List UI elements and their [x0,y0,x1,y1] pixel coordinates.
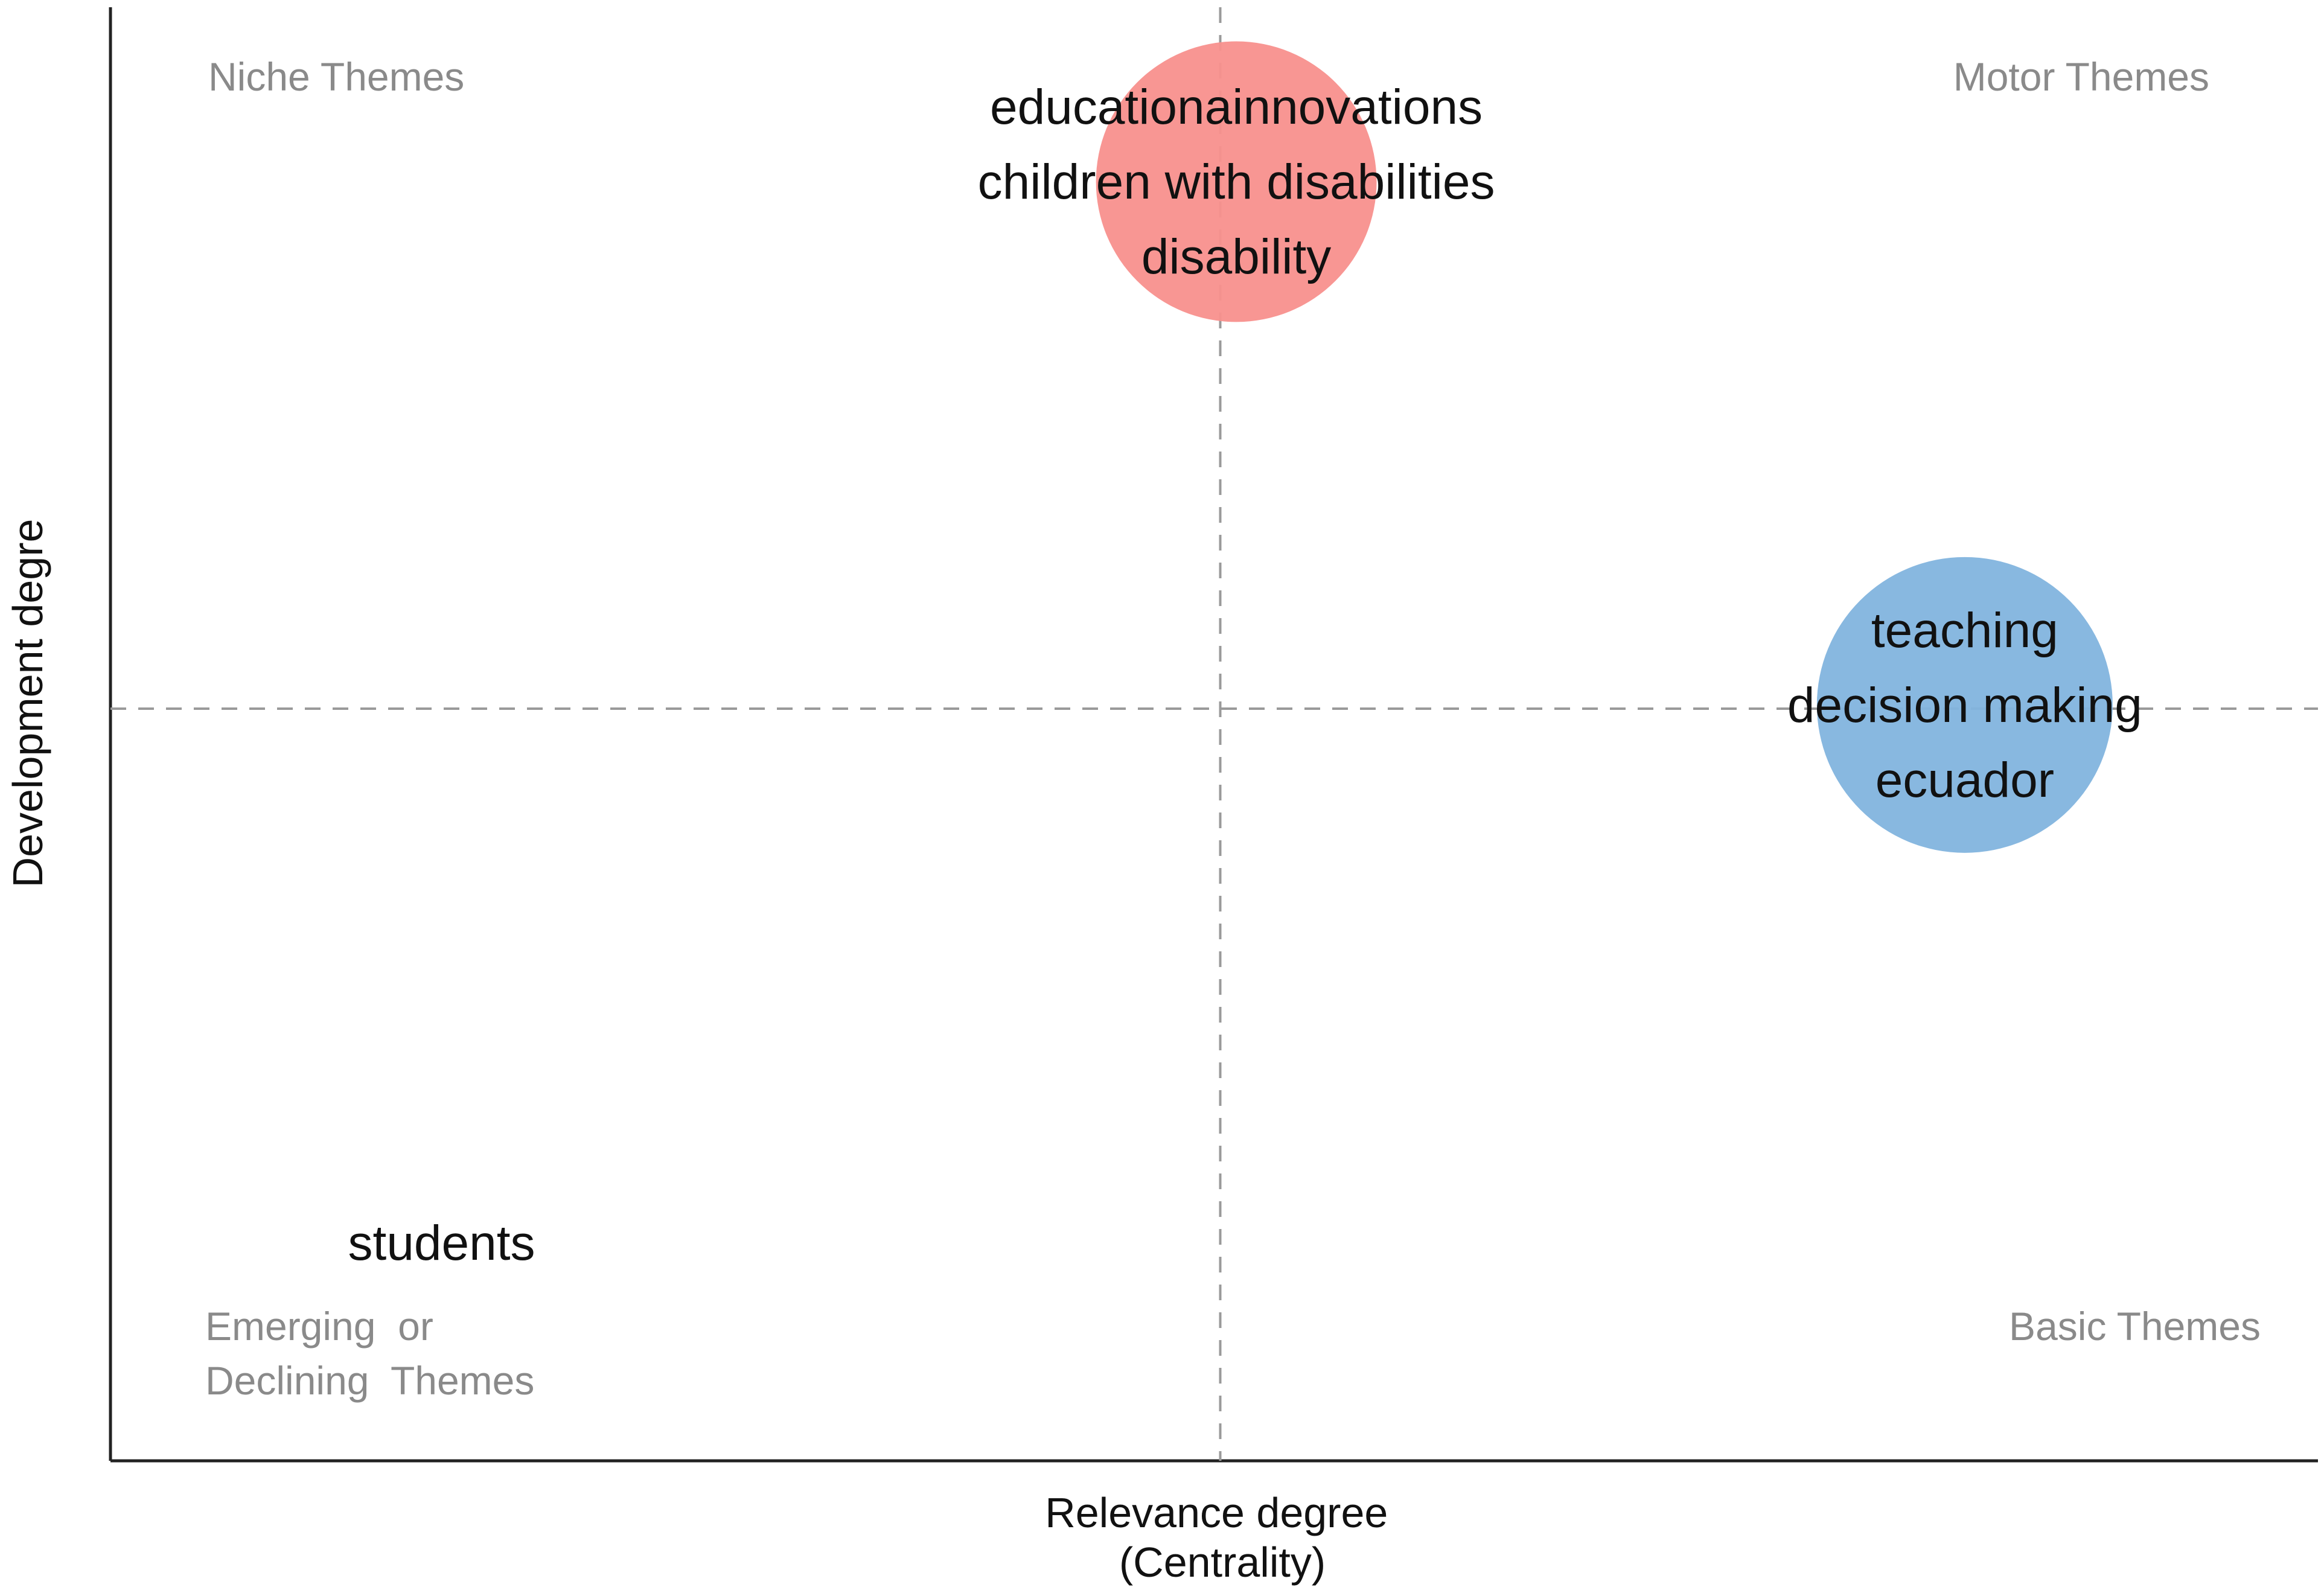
axis-titles: Relevance degree (Centrality) Developmen… [4,519,1400,1586]
quadrant-label-line: Declining Themes [205,1358,534,1403]
quadrant-label-line: Motor Themes [1953,54,2209,99]
quadrant-label-line: Basic Themes [2009,1304,2261,1349]
quadrant-label-niche-themes: Niche Themes [208,54,464,99]
quadrant-label-motor-themes: Motor Themes [1953,54,2209,99]
quadrant-label-line: Emerging or [205,1304,433,1349]
clusters: educationainnovations children with disab… [348,41,2142,1271]
quadrant-label-emerging-declining-themes: Emerging or Declining Themes [205,1304,534,1403]
x-axis-title-line: (Centrality) [1119,1539,1326,1586]
x-axis-title-line: Relevance degree [1045,1489,1388,1536]
cluster-label: educationainnovations [990,80,1483,135]
cluster-label: ecuador [1875,753,2054,808]
quadrant-label-line: Niche Themes [208,54,464,99]
quadrant-label-basic-themes: Basic Themes [2009,1304,2261,1349]
cluster-1: teaching decision making ecuador [1787,557,2142,853]
cluster-label: students [348,1216,535,1271]
x-axis-title: Relevance degree (Centrality) [1045,1489,1400,1586]
y-axis-title: Development degre [4,519,51,888]
cluster-bubble [1816,557,2113,853]
quadrant-labels: Niche Themes Motor Themes Emerging or De… [205,54,2261,1403]
cluster-label: decision making [1787,678,2142,733]
cluster-label: disability [1141,229,1331,284]
cluster-label: children with disabilities [978,155,1495,209]
cluster-2: students [348,1216,535,1271]
cluster-label: teaching [1871,603,2058,658]
cluster-bubble [1096,41,1377,322]
cluster-0: educationainnovations children with disab… [978,41,1495,322]
